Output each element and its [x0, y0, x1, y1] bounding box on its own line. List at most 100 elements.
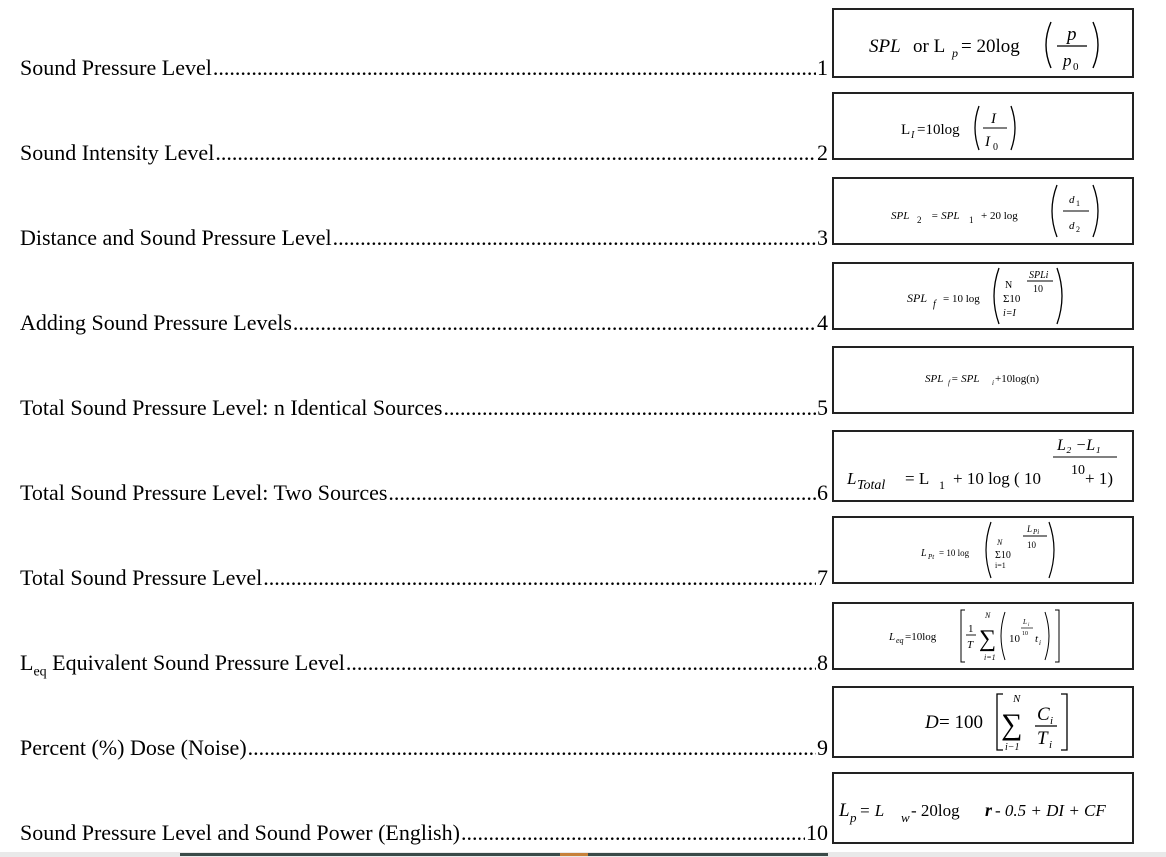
svg-text:p: p: [1065, 24, 1077, 45]
svg-text:= 20log: = 20log: [961, 36, 1020, 57]
svg-text:1: 1: [969, 215, 974, 225]
entry-number: 1: [817, 55, 828, 80]
svg-text:= SPL: = SPL: [951, 373, 980, 385]
leader-dots: [388, 480, 816, 506]
formula-n-identical: SPL f = SPL i +10log(n): [925, 373, 1039, 387]
svg-text:N: N: [996, 538, 1003, 547]
formula-leq: L eq =10log 1 T N ∑ i=1 10 L i 10 t i: [888, 609, 1060, 663]
svg-text:SPL: SPL: [925, 373, 943, 385]
formula-sound-power: L p = L w - 20log r - 0.5 + DI + CF: [838, 800, 1106, 825]
svg-text:i: i: [1050, 715, 1053, 727]
entry-number: 5: [817, 395, 828, 420]
entry-title: Percent (%) Dose (Noise): [20, 735, 247, 760]
svg-text:0: 0: [1073, 61, 1079, 73]
svg-text:eq: eq: [896, 636, 904, 645]
svg-text:i: i: [992, 379, 994, 387]
entry-title: Total Sound Pressure Level: n Identical …: [20, 395, 443, 420]
svg-text:f: f: [948, 379, 951, 387]
formula-adding: SPL f = 10 log N Σ10 i=I SPLi 10: [907, 267, 1063, 325]
entry-title: Sound Intensity Level: [20, 140, 215, 165]
svg-text:1: 1: [1076, 199, 1080, 208]
svg-text:SPLi: SPLi: [1029, 270, 1049, 281]
entry-number: 2: [817, 140, 828, 165]
svg-text:+10log(n): +10log(n): [995, 373, 1039, 385]
svg-text:L₂ −L₁: L₂ −L₁: [1056, 437, 1101, 454]
entry-title: Distance and Sound Pressure Level: [20, 225, 332, 250]
leader-dots: [263, 565, 816, 591]
toc-entry-8: Leq Equivalent Sound Pressure Level 8: [20, 650, 828, 685]
svg-text:1: 1: [968, 623, 974, 635]
formula-box-7: L Pt = 10 log N Σ10 i=1 L Pi 10: [832, 516, 1134, 584]
svg-text:N: N: [1005, 280, 1012, 291]
svg-text:2: 2: [1076, 225, 1080, 234]
svg-text:I: I: [910, 130, 915, 141]
svg-text:10: 10: [1022, 631, 1028, 637]
svg-text:L: L: [838, 800, 850, 821]
svg-text:T: T: [967, 639, 974, 651]
svg-text:p: p: [1062, 51, 1072, 70]
svg-text:p: p: [849, 810, 857, 825]
svg-text:= L: = L: [859, 801, 884, 820]
toc-entry-4: Adding Sound Pressure Levels 4: [20, 310, 828, 336]
svg-text:SPL: SPL: [907, 291, 927, 305]
svg-text:i: i: [1049, 739, 1052, 751]
entry-number: 3: [817, 225, 828, 250]
formula-box-2: L I =10log I I 0: [832, 92, 1134, 160]
leader-dots: [213, 55, 816, 81]
svg-text:2: 2: [917, 215, 922, 225]
entry-title: Sound Pressure Level: [20, 55, 212, 80]
svg-text:i−1: i−1: [1005, 742, 1020, 753]
formula-sil: L I =10log I I 0: [901, 105, 1016, 153]
svg-text:L: L: [920, 548, 927, 559]
entry-title: Leq Equivalent Sound Pressure Level: [20, 650, 345, 680]
svg-text:= 10 log: = 10 log: [939, 548, 970, 558]
formula-distance: SPL 2 = SPL 1 + 20 log d 1 d 2: [891, 184, 1099, 238]
formula-box-10: L p = L w - 20log r - 0.5 + DI + CF: [832, 772, 1134, 844]
svg-text:L: L: [901, 122, 910, 138]
svg-text:I: I: [984, 134, 991, 150]
bottom-scroll-strip: [0, 852, 1166, 857]
entry-title: Adding Sound Pressure Levels: [20, 310, 292, 335]
svg-text:or L: or L: [913, 36, 945, 57]
svg-text:L: L: [846, 469, 856, 488]
svg-text:SPL: SPL: [869, 36, 901, 57]
svg-text:= 10 log: = 10 log: [943, 293, 980, 305]
svg-text:L: L: [1022, 618, 1027, 626]
entry-number: 4: [817, 310, 828, 335]
formula-box-8: L eq =10log 1 T N ∑ i=1 10 L i 10 t i: [832, 602, 1134, 670]
svg-text:- 20log: - 20log: [911, 801, 960, 820]
svg-text:10: 10: [1027, 540, 1037, 550]
svg-text:10: 10: [1033, 284, 1043, 295]
svg-text:0: 0: [993, 142, 998, 153]
svg-text:= 100: = 100: [939, 712, 983, 733]
leader-dots: [346, 650, 816, 676]
svg-text:=10log: =10log: [917, 122, 960, 138]
svg-text:w: w: [901, 810, 910, 825]
formula-spl: SPL or L p = 20log p p 0: [869, 21, 1099, 73]
svg-text:D: D: [924, 712, 939, 733]
svg-text:Σ10: Σ10: [995, 550, 1011, 561]
svg-text:1: 1: [939, 478, 945, 492]
svg-text:+ 20 log: + 20 log: [981, 210, 1018, 222]
entry-number: 10: [806, 820, 828, 845]
toc-entry-1: Sound Pressure Level 1: [20, 55, 828, 81]
leader-dots: [248, 735, 816, 761]
svg-text:i: i: [1028, 623, 1030, 628]
svg-text:p: p: [951, 46, 958, 60]
svg-text:r: r: [985, 800, 993, 820]
toc-entry-7: Total Sound Pressure Level 7: [20, 565, 828, 591]
formula-two-sources: L Total = L 1 + 10 log ( 10 L₂ −L₁ 10 + …: [846, 437, 1117, 493]
formula-dose: D = 100 N ∑ i−1 C i T i: [924, 693, 1068, 753]
svg-text:+ 10 log ( 10: + 10 log ( 10: [953, 469, 1041, 488]
leader-dots: [293, 310, 816, 336]
svg-text:f: f: [933, 299, 937, 310]
svg-text:N: N: [1012, 693, 1021, 705]
svg-text:N: N: [984, 611, 991, 620]
svg-text:i=I: i=I: [1003, 308, 1017, 319]
svg-text:I: I: [990, 111, 997, 127]
formula-box-6: L Total = L 1 + 10 log ( 10 L₂ −L₁ 10 + …: [832, 430, 1134, 502]
svg-text:i: i: [1039, 639, 1041, 647]
leader-dots: [443, 395, 816, 421]
toc-entry-3: Distance and Sound Pressure Level 3: [20, 225, 828, 251]
svg-text:∑: ∑: [979, 626, 996, 652]
